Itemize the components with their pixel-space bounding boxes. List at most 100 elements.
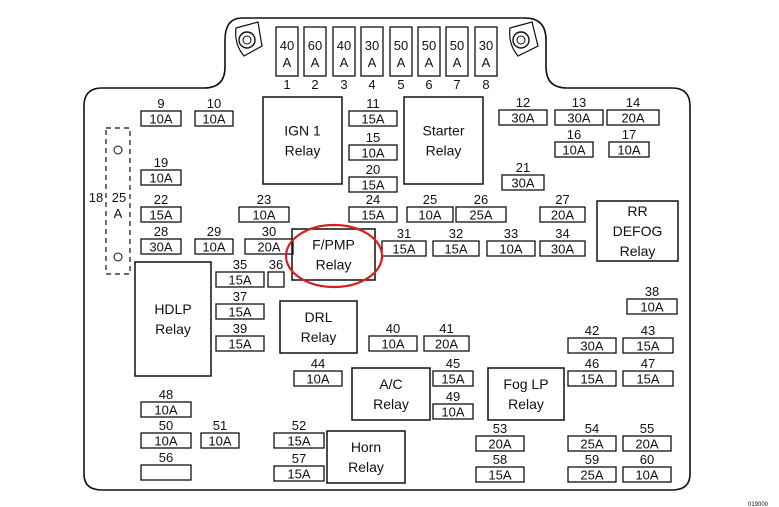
fuse-body bbox=[140, 206, 182, 223]
fuse-number: 24 bbox=[366, 192, 380, 207]
relay-body bbox=[279, 300, 358, 354]
relay-body bbox=[134, 261, 212, 377]
maxi-fuse-body bbox=[275, 26, 299, 77]
fuse-number: 52 bbox=[292, 418, 306, 433]
fuse-rating: 20A bbox=[257, 240, 280, 255]
fuse-rating: 20A bbox=[621, 111, 644, 126]
fuse-rating: 15A bbox=[361, 178, 384, 193]
fuse-rating: 10A bbox=[441, 405, 464, 420]
fuse-number: 47 bbox=[641, 356, 655, 371]
fuse-body bbox=[215, 303, 265, 320]
fuse-number: 54 bbox=[585, 421, 599, 436]
fuse-body bbox=[194, 238, 234, 255]
fuse-number: 15 bbox=[366, 130, 380, 145]
fuse-rating: 20A bbox=[488, 437, 511, 452]
maxi-fuse-body bbox=[332, 26, 356, 77]
fuse-number: 43 bbox=[641, 323, 655, 338]
fuse-number: 40 bbox=[386, 321, 400, 336]
fuse-number: 59 bbox=[585, 452, 599, 467]
fuse-rating: 10A bbox=[202, 112, 225, 127]
fuse-number: 10 bbox=[207, 96, 221, 111]
fuse-18-rating: 25 bbox=[112, 190, 126, 205]
fuse-rating: 20A bbox=[635, 437, 658, 452]
fuse-box-outline bbox=[83, 17, 691, 491]
maxi-fuse-unit: A bbox=[453, 55, 462, 70]
relay-label: Relay bbox=[348, 459, 384, 475]
maxi-fuse-number: 2 bbox=[311, 77, 318, 92]
fuse-body bbox=[267, 271, 285, 288]
fuse-rating: 30A bbox=[580, 339, 603, 354]
fuse-rating: 10A bbox=[381, 337, 404, 352]
maxi-fuse-2: 60A 2 bbox=[303, 26, 327, 92]
fuse-rating: 15A bbox=[361, 112, 384, 127]
fuse-body bbox=[244, 238, 294, 255]
fuse-rating: 10A bbox=[154, 403, 177, 418]
maxi-fuse-unit: A bbox=[311, 55, 320, 70]
fuse-number: 23 bbox=[257, 192, 271, 207]
maxi-fuse-unit: A bbox=[425, 55, 434, 70]
fuse-rating: 10A bbox=[306, 372, 329, 387]
fuse-number: 27 bbox=[555, 192, 569, 207]
maxi-fuse-unit: A bbox=[368, 55, 377, 70]
fuse-group: 910A1010A1115A1230A1330A1420A1510A1610A1… bbox=[140, 95, 678, 483]
diagram-code: 019000 bbox=[748, 502, 769, 507]
fuse-number: 45 bbox=[446, 356, 460, 371]
fuse-number: 32 bbox=[449, 226, 463, 241]
fuse-rating: 10A bbox=[361, 146, 384, 161]
fuse-number: 50 bbox=[159, 418, 173, 433]
fuse-body bbox=[567, 466, 617, 483]
fuse-number: 37 bbox=[233, 289, 247, 304]
relay-label: Relay bbox=[285, 143, 321, 159]
fuse-number: 55 bbox=[640, 421, 654, 436]
fuse-body bbox=[215, 271, 265, 288]
relay-body bbox=[596, 200, 679, 262]
fuse-number: 58 bbox=[493, 452, 507, 467]
maxi-fuse-amps: 60 bbox=[308, 38, 322, 53]
relay-label: HDLP bbox=[154, 301, 191, 317]
fuse-body bbox=[498, 109, 548, 126]
fuse-number: 11 bbox=[366, 96, 380, 111]
maxi-fuse-amps: 30 bbox=[365, 38, 379, 53]
fuse-body bbox=[140, 169, 182, 186]
fuse-body bbox=[140, 464, 192, 481]
fuse-body bbox=[567, 370, 617, 387]
maxi-fuse-body bbox=[445, 26, 469, 77]
fuse-number: 19 bbox=[154, 155, 168, 170]
maxi-fuse-number: 4 bbox=[368, 77, 375, 92]
fuse-number: 16 bbox=[567, 127, 581, 142]
maxi-fuse-unit: A bbox=[482, 55, 491, 70]
relay-label: Starter bbox=[422, 123, 464, 139]
fuse-number: 49 bbox=[446, 389, 460, 404]
fuse-18-number: 18 bbox=[89, 190, 103, 205]
relay-body bbox=[291, 228, 376, 281]
maxi-fuse-body bbox=[360, 26, 384, 77]
fuse-body bbox=[368, 335, 418, 352]
fuse-body bbox=[348, 144, 398, 161]
fuse-body bbox=[622, 337, 674, 354]
fuse-rating: 10A bbox=[252, 208, 275, 223]
fuse-rating: 10A bbox=[640, 300, 663, 315]
fuse-body bbox=[539, 206, 586, 223]
fuse-number: 12 bbox=[516, 95, 530, 110]
fpmp-relay-highlight bbox=[284, 223, 384, 289]
fuse-rating: 30A bbox=[149, 240, 172, 255]
fuse-number: 42 bbox=[585, 323, 599, 338]
fuse-rating: 10A bbox=[149, 112, 172, 127]
fuse-number: 26 bbox=[474, 192, 488, 207]
fuse-body bbox=[626, 298, 678, 315]
relay-label: Relay bbox=[426, 143, 462, 159]
fuse-rating: 20A bbox=[551, 208, 574, 223]
